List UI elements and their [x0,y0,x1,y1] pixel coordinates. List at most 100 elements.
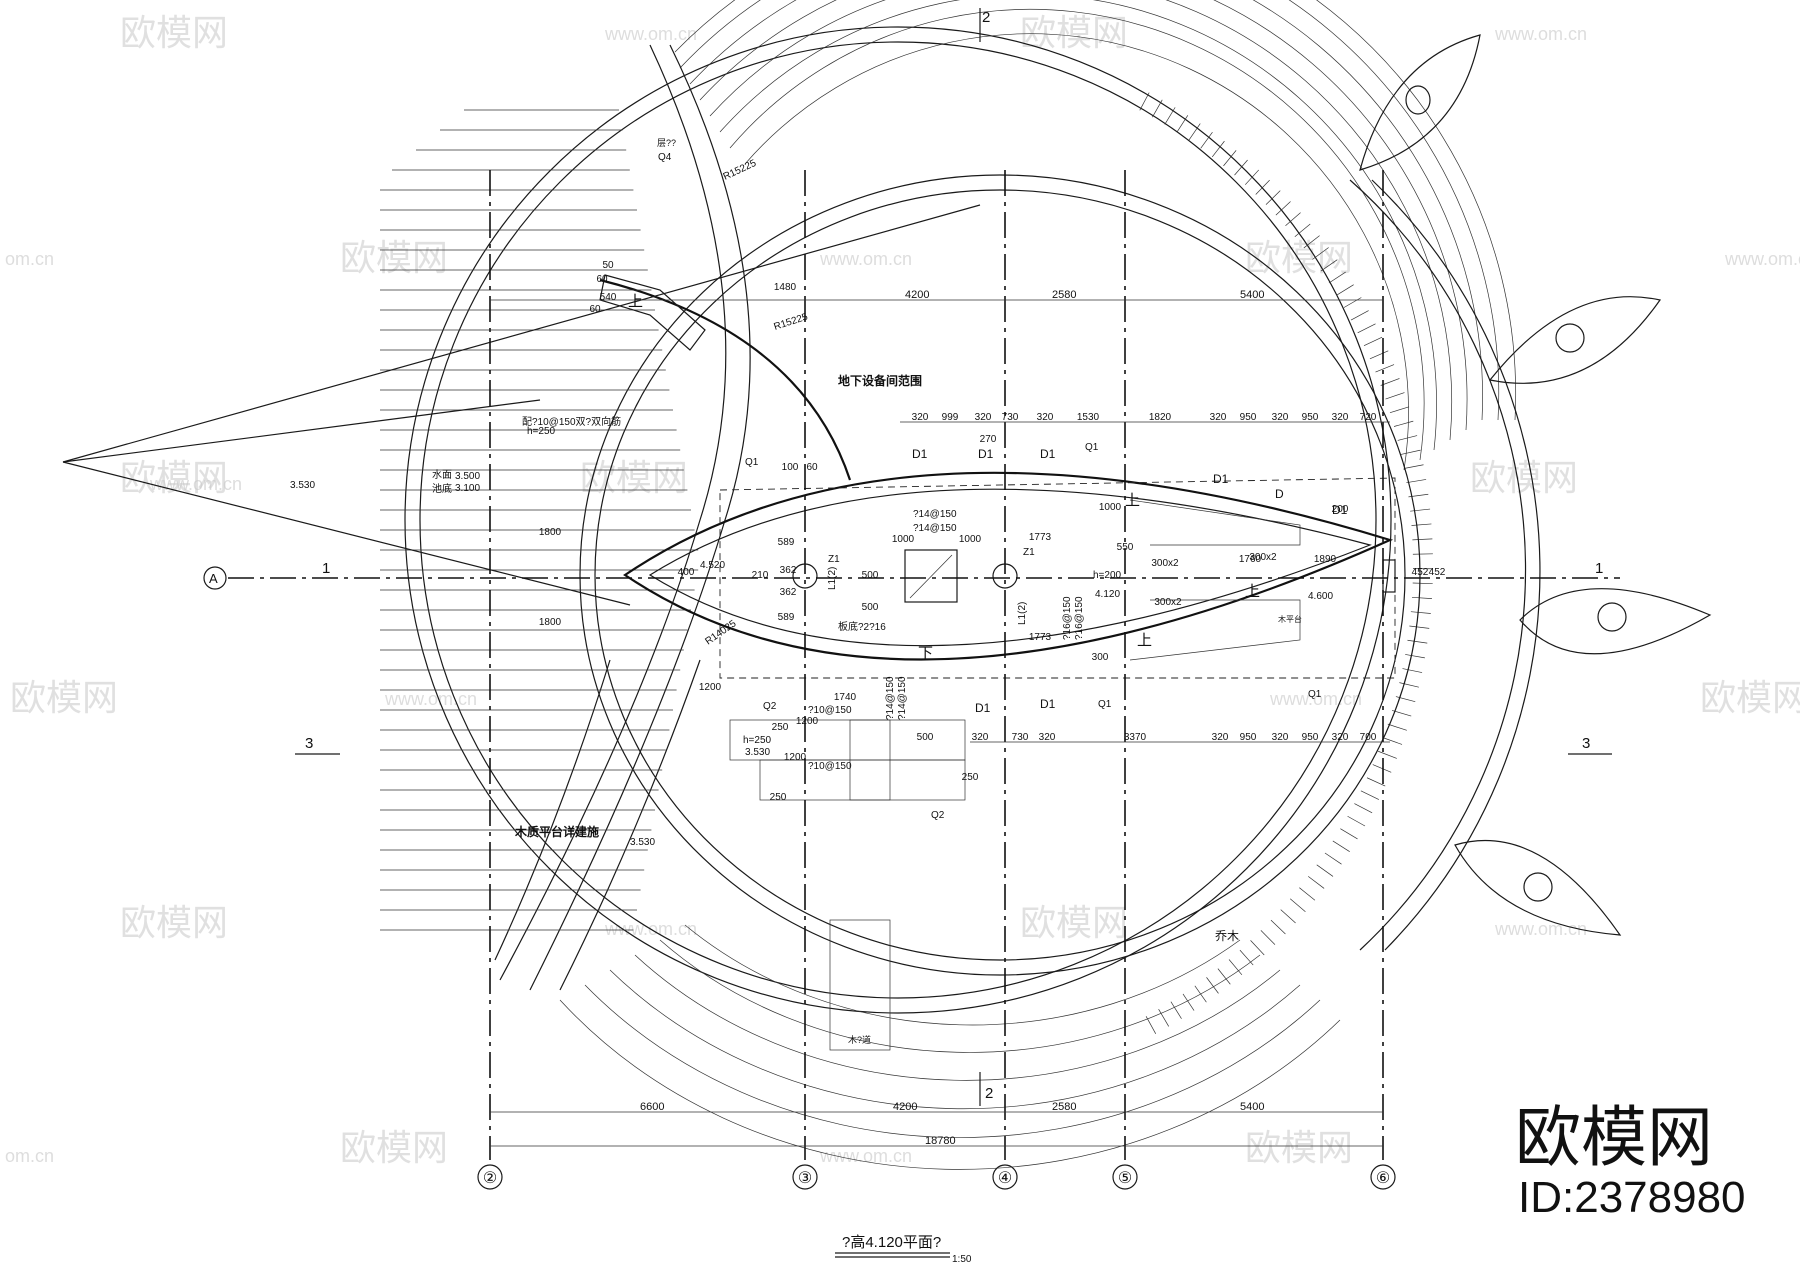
h250-b: h=250 [743,735,772,746]
tag-q1-d: Q1 [1308,689,1322,700]
rebar-3: ?16@150 [1062,596,1073,640]
beam-note: 板底?2?16 [838,620,886,633]
tag-d1-c: D1 [1040,447,1056,461]
upper-dim: 1820 [1149,412,1172,423]
misc-dim: 250 [770,792,787,803]
drawing-scale: 1:50 [952,1254,972,1265]
misc-dim: 100 [782,462,799,473]
lower-dim: 320 [1212,732,1229,743]
misc-dim: 362 [780,565,797,576]
h200-label: h=200 [1093,570,1122,581]
misc-dim: 550 [1117,542,1134,553]
watermark-site: www.om.cn [1494,919,1587,939]
tag-d1-b: D1 [978,447,994,461]
curved-walkway [495,45,850,990]
water-level: 3.500 [455,471,480,482]
lower-dim: 320 [1332,732,1349,743]
watermark-tile: 欧模网 [1245,1127,1353,1168]
lower-dim: 500 [917,732,934,743]
up-arrow-4: 上 [1137,632,1152,649]
outer-circles [405,0,1540,1169]
axis-label-4: ④ [998,1170,1012,1187]
tag-z1-a: Z1 [828,554,840,565]
axis-label-3: ③ [798,1170,812,1187]
axis-label-6: ⑥ [1376,1170,1390,1187]
watermark-tile: 欧模网 [340,1127,448,1168]
lower-dim: 950 [1240,732,1257,743]
wall-note: 层?? [657,138,676,148]
section-top: 2 [982,9,990,26]
water-surface-label: 水面 [432,469,452,481]
watermark-site: www.om.cn [819,249,912,269]
tag-q2-b: Q2 [931,810,945,821]
dim-bottom-4: 5400 [1240,1101,1264,1113]
tag-d1-d: D1 [1213,472,1229,486]
watermark-tile: 欧模网 [120,12,228,53]
level-4520: 4.520 [700,560,725,571]
upper-dim: 950 [1302,412,1319,423]
boat-shape [625,473,1395,678]
misc-dim: 1200 [796,716,819,727]
upper-dim: 999 [942,412,959,423]
rebar-6: ?10@150 [808,761,852,772]
watermark-tile: 欧模网 [120,902,228,943]
section-left: 3 [305,735,313,752]
misc-dim: 250 [772,722,789,733]
up-arrow-1: 上 [628,293,643,310]
watermark-site: www.om.cn [1724,249,1800,269]
upper-dim: 320 [1332,412,1349,423]
watermark-logo-text: 欧模网 [1515,1100,1713,1174]
axis-mark-right: 1 [1595,560,1603,577]
watermark-tile: 欧模网 [340,237,448,278]
tag-z1-b: Z1 [1023,547,1035,558]
watermark-tile: 欧模网 [1700,677,1800,718]
lower-dim: 320 [1039,732,1056,743]
upper-dim: 320 [1037,412,1054,423]
watermark-tile: 欧模网 [1470,457,1578,498]
misc-dim: 1773 [1029,632,1052,643]
tag-l1-b: L1(2) [1017,602,1028,625]
dim-bottom-1: 6600 [640,1101,664,1113]
dim-top-2: 2580 [1052,289,1076,301]
upper-dim: 720 [1360,412,1377,423]
misc-dim: 50 [602,260,614,271]
drawing-title: ?高4.120平面? [842,1234,941,1251]
wood-deck-label: 木?道 [848,1034,871,1045]
misc-dim: 452 [1412,567,1429,578]
level-3530-a: 3.530 [290,480,315,491]
watermark-site-short: om.cn [5,249,54,269]
section-bottom: 2 [985,1085,993,1102]
misc-dim: 300x2 [1249,552,1277,563]
radius-2: R15225 [773,311,810,332]
lower-dim: 730 [1012,732,1029,743]
wood-platform-label: 木质平台详建施 [514,824,599,839]
watermark-site-short: om.cn [5,1146,54,1166]
annotation-texts: 地下设备间范围 木质平台详建施 水面 池底 3.500 3.100 3.530 … [290,138,1348,1045]
tag-d1-f: D1 [1040,697,1056,711]
watermark-id-text: ID:2378980 [1518,1173,1746,1222]
watermark-tile: 欧模网 [1020,902,1128,943]
rebar-1: ?14@150 [913,509,957,520]
misc-dim: 1773 [1029,532,1052,543]
dim-bottom-2: 4200 [893,1101,917,1113]
upper-dim: 1530 [1077,412,1100,423]
misc-dim: 60 [806,462,818,473]
misc-dim: 1000 [959,534,982,545]
upper-dim: 950 [1240,412,1257,423]
misc-dim: 1480 [774,282,797,293]
misc-dim: 1000 [892,534,915,545]
watermark-tile: 欧模网 [10,677,118,718]
misc-dim: 1000 [1099,502,1122,513]
wood-label: 木平台 [1278,614,1302,624]
level-3530-b: 3.530 [630,837,655,848]
tag-d: D [1275,487,1284,501]
dim-top-3: 5400 [1240,289,1264,301]
dim-bottom-3: 2580 [1052,1101,1076,1113]
misc-dim: 270 [980,434,997,445]
misc-dim: 1890 [1314,554,1337,565]
axis-label-5: ⑤ [1118,1170,1132,1187]
rebar-2: ?14@150 [913,523,957,534]
